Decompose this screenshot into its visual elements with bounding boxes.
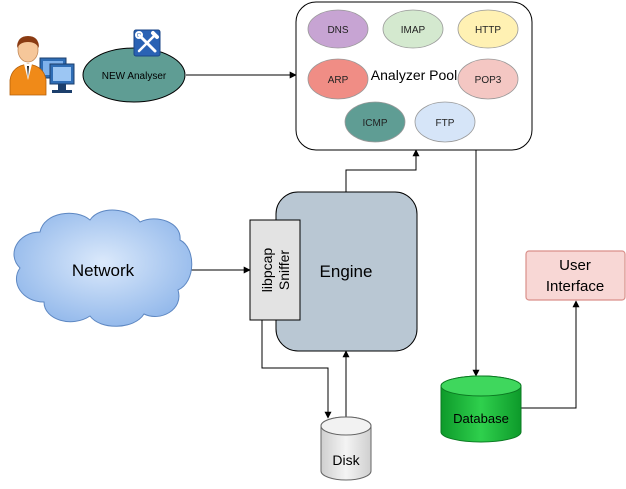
edge-database-to-ui — [520, 300, 580, 409]
edge-sniffer-to-disk — [261, 320, 332, 419]
arp-label: ARP — [328, 75, 349, 86]
user-at-computer-icon — [9, 36, 75, 96]
pool-item-ftp: FTP — [414, 101, 476, 143]
disk-label: Disk — [332, 452, 360, 468]
pool-item-pop3: POP3 — [457, 58, 519, 100]
http-ellipse — [457, 9, 519, 49]
sniffer-node: libpcap Sniffer — [249, 219, 301, 321]
pool-item-imap: IMAP — [382, 9, 444, 49]
database-top — [440, 375, 522, 397]
pool-item-http: HTTP — [457, 9, 519, 49]
icmp-label: ICMP — [363, 118, 388, 129]
dns-label: DNS — [327, 25, 348, 36]
user-interface-box — [525, 250, 626, 301]
network-cloud: Network — [13, 209, 193, 327]
user-interface-node: User Interface — [525, 250, 626, 301]
disk-top — [320, 416, 372, 436]
http-label: HTTP — [475, 25, 501, 36]
new-analyser-node: NEW Analyser — [82, 47, 186, 103]
analyzer-pool-title: Analyzer Pool — [371, 67, 457, 83]
sniffer-label-line2: Sniffer — [276, 250, 292, 291]
pool-item-dns: DNS — [307, 9, 369, 49]
sniffer-label-line1: libpcap — [259, 248, 275, 293]
connectors — [184, 71, 580, 419]
imap-ellipse — [382, 9, 444, 49]
edge-engine-to-pool — [345, 149, 420, 192]
network-label: Network — [72, 261, 135, 280]
new-analyser-label: NEW Analyser — [102, 71, 167, 82]
wrench-screwdriver-icon — [133, 29, 161, 57]
database-node: Database — [440, 375, 522, 443]
pool-item-arp: ARP — [307, 58, 369, 100]
network-cloud-shape — [13, 209, 193, 327]
user-interface-label-line2: Interface — [546, 278, 604, 295]
disk-node: Disk — [320, 416, 372, 481]
database-label: Database — [453, 411, 509, 426]
analyzer-pool: Analyzer Pool DNS IMAP HTTP ARP POP3 ICM… — [295, 1, 533, 151]
engine-label: Engine — [320, 262, 373, 281]
dns-ellipse — [307, 9, 369, 49]
ftp-label: FTP — [436, 118, 455, 129]
imap-label: IMAP — [401, 25, 426, 36]
ftp-ellipse — [414, 101, 476, 143]
pool-item-icmp: ICMP — [344, 101, 406, 143]
pop3-ellipse — [457, 58, 519, 100]
icmp-ellipse — [344, 101, 406, 143]
user-interface-label-line1: User — [559, 257, 591, 274]
sniffer-box — [249, 219, 301, 321]
pop3-label: POP3 — [475, 75, 502, 86]
arp-ellipse — [307, 58, 369, 100]
